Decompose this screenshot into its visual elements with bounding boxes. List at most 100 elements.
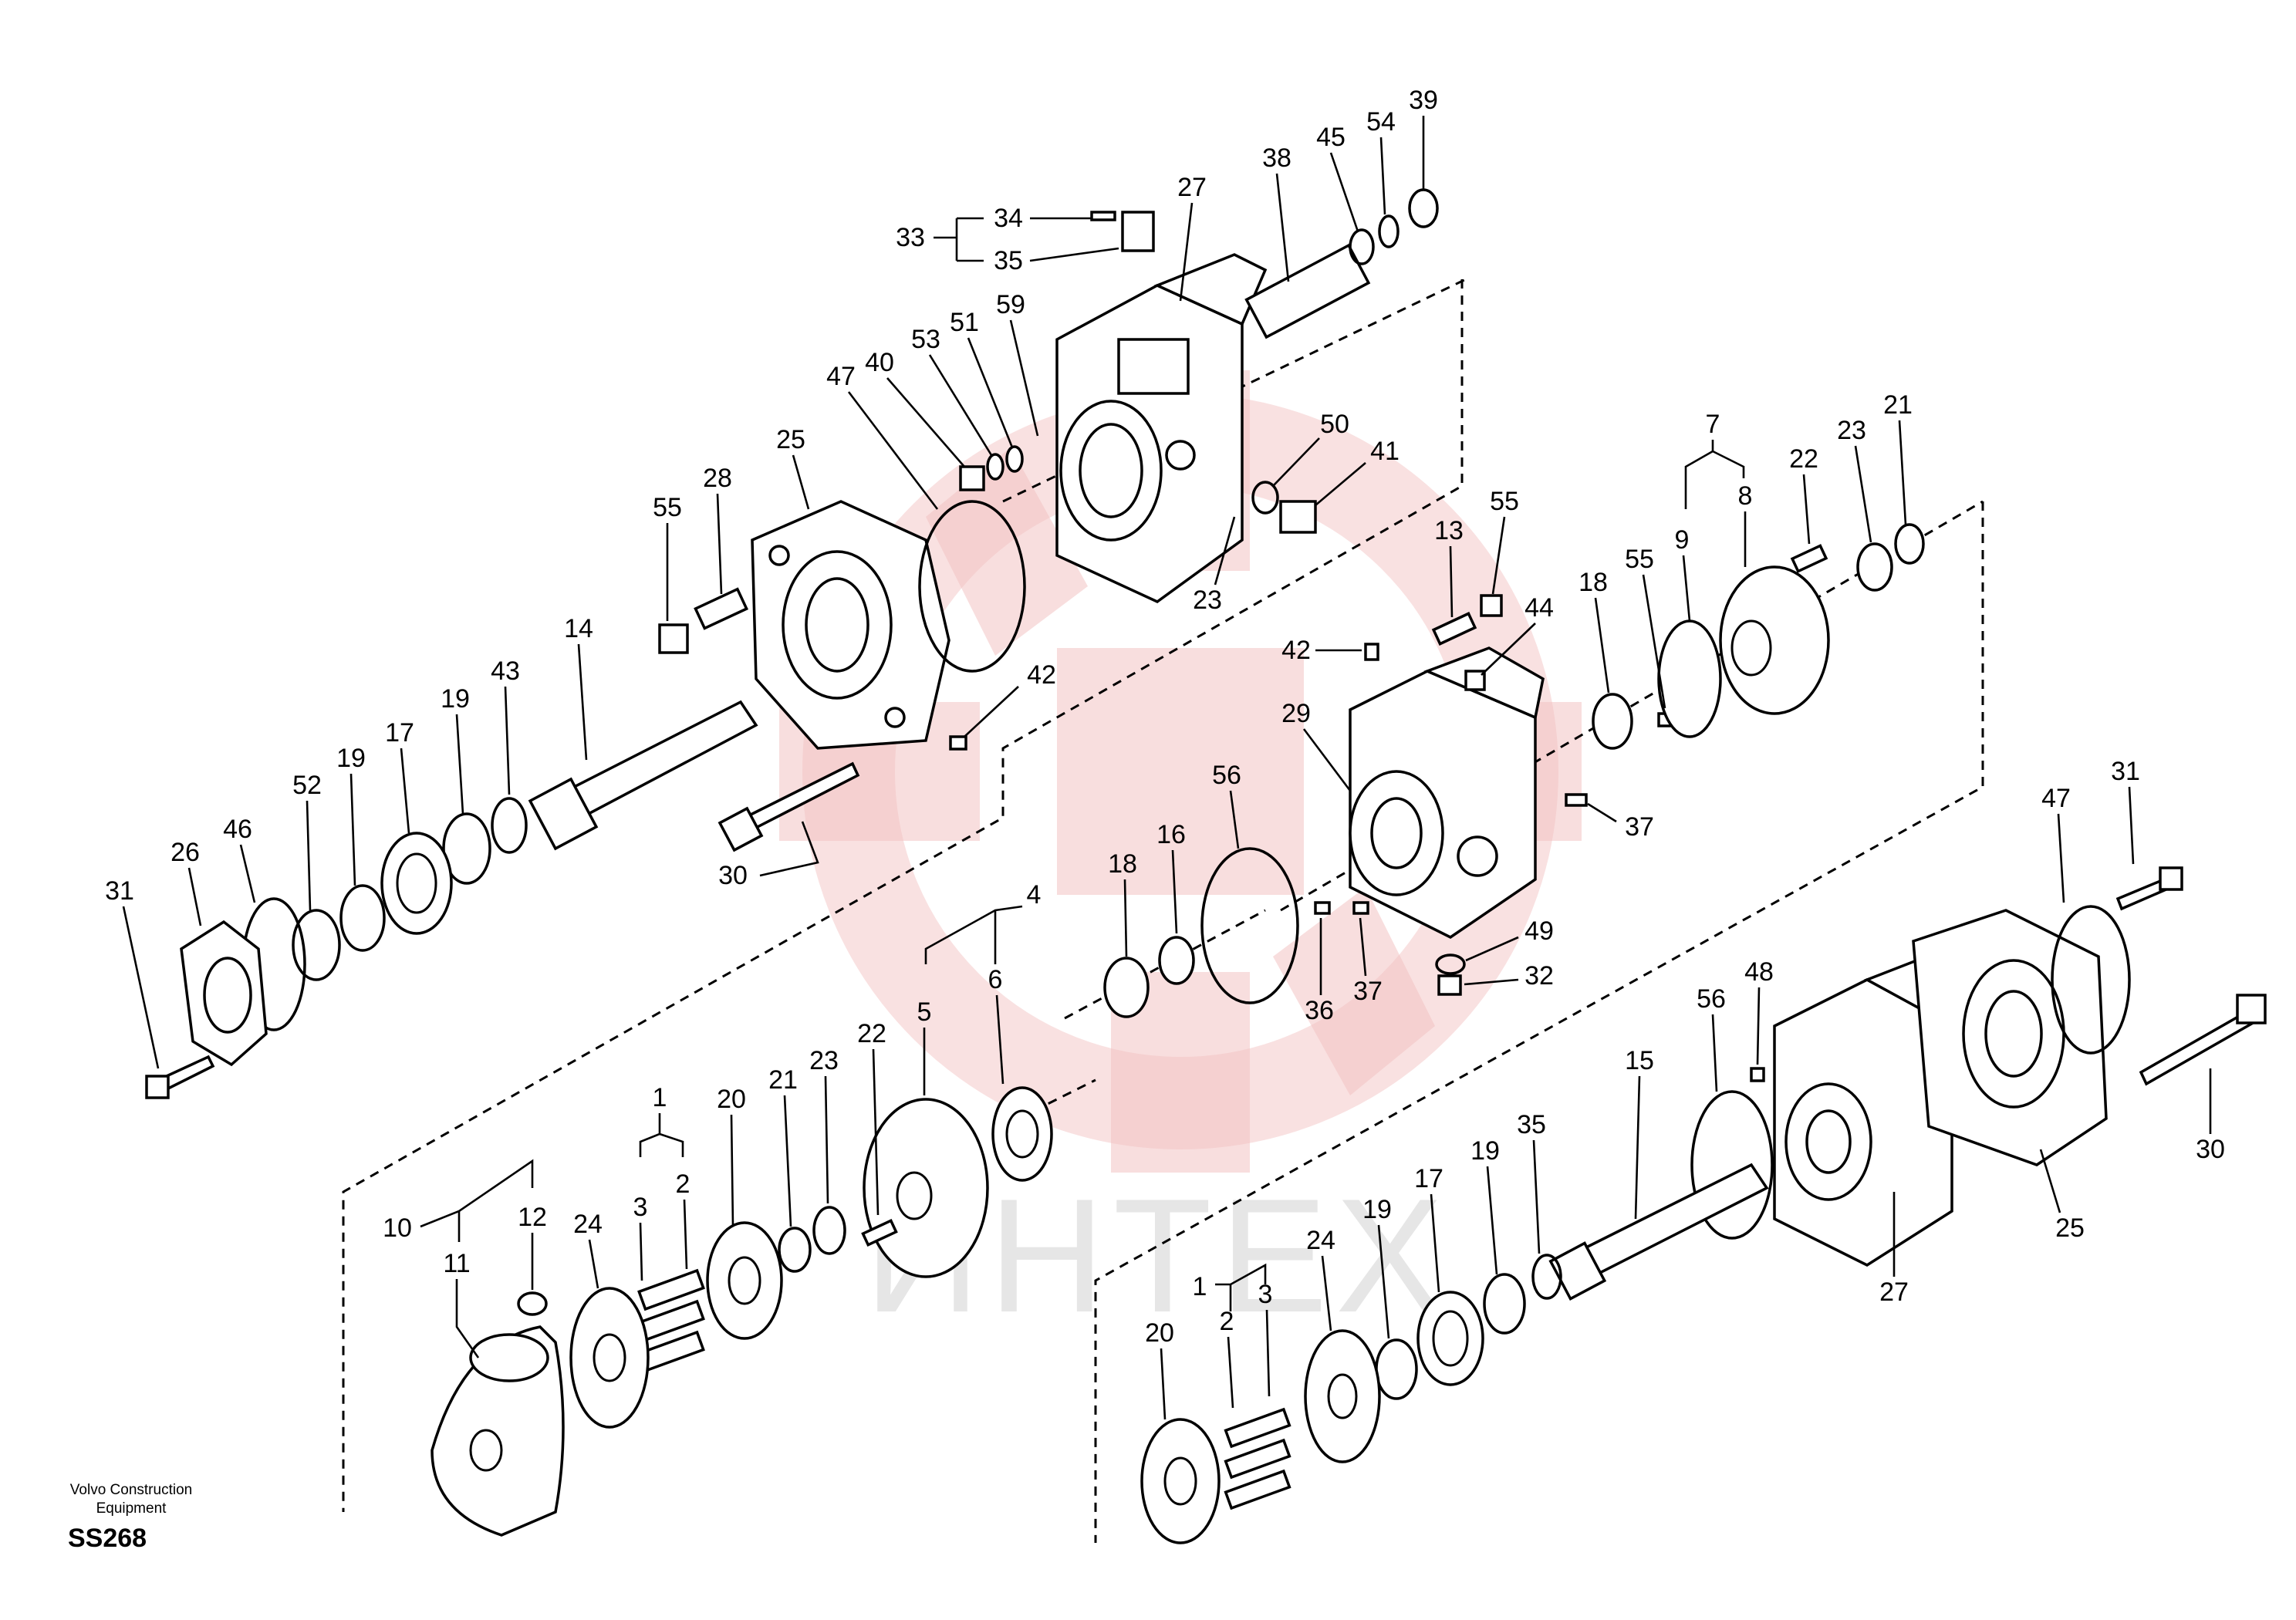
callout-5: 5 [917,997,932,1027]
bolt-31-a [145,1055,215,1099]
pistons-1-a [637,1268,705,1373]
callout-19-b: 19 [336,744,366,773]
plate-9 [1657,619,1722,738]
parts [145,188,2267,1544]
ring-35-b [1531,1254,1562,1300]
flange-25-upper [751,500,950,750]
shaft-14 [528,700,758,851]
shaft-15 [1548,1163,1769,1301]
bolt-30-upper [718,761,860,852]
callout-26: 26 [171,838,200,867]
bearing-17-b [1416,1291,1484,1386]
pistons-1-b [1224,1407,1292,1510]
oring-47-upper [918,500,1026,673]
callout-15: 15 [1625,1046,1654,1075]
callout-56-b: 56 [1697,984,1726,1014]
cap-39 [1408,188,1439,228]
callout-34: 34 [994,204,1023,233]
callout-16: 16 [1156,820,1186,849]
callout-53: 53 [911,325,940,354]
oring-47-lower [2051,905,2131,1055]
callout-31-a: 31 [105,876,134,906]
callout-47-upper: 47 [826,362,856,391]
callout-55-b: 55 [1490,487,1519,516]
callout-36: 36 [1305,996,1334,1025]
callout-50: 50 [1320,410,1349,439]
seal-52 [292,909,341,981]
callout-29: 29 [1281,699,1311,728]
callout-17-b: 17 [1414,1164,1443,1193]
callout-17-a: 17 [385,718,414,748]
fitting-40 [959,465,985,491]
pin-42-b [1364,643,1379,661]
pin-37-a [1565,793,1588,807]
callout-59: 59 [996,290,1025,319]
callout-8: 8 [1738,481,1753,511]
callout-40: 40 [865,348,894,377]
callout-23-upper: 23 [1193,586,1222,615]
callout-41: 41 [1370,437,1400,466]
callout-21-b: 21 [768,1065,798,1095]
callout-18-a: 18 [1578,568,1608,597]
pin-42-a [949,735,967,751]
cylinder-8 [1719,565,1830,715]
callout-52: 52 [292,771,322,800]
callout-39: 39 [1409,86,1438,115]
housing-27-upper [1055,253,1268,604]
callout-44: 44 [1524,593,1554,623]
callout-6: 6 [988,965,1003,994]
callout-9: 9 [1675,525,1690,555]
callout-32: 32 [1524,961,1554,991]
callout-20-b: 20 [1145,1318,1174,1348]
callout-51: 51 [950,308,979,337]
pin-36 [1314,901,1331,915]
callout-19-d: 19 [1470,1136,1500,1166]
callout-48: 48 [1744,957,1774,987]
flange-25-lower [1912,909,2108,1166]
nut-55-a [658,623,689,654]
callout-4: 4 [1027,880,1042,910]
diagram-code: SS268 [68,1524,147,1553]
plug-32 [1437,974,1462,996]
bearing-17-a [380,832,453,935]
callout-1-a: 1 [653,1083,667,1112]
callout-30-lower: 30 [2196,1135,2225,1164]
oring-56-a [1200,847,1299,1004]
swash-plate-11 [430,1325,565,1537]
callout-43: 43 [491,656,520,686]
bushing-18-a [1592,693,1633,750]
callout-35: 35 [994,246,1023,275]
callout-54: 54 [1366,107,1396,137]
callout-37-a: 37 [1625,812,1654,842]
callout-30-upper: 30 [718,861,748,890]
ring-23-b [1856,542,1893,592]
pin-37-b [1352,901,1369,915]
callout-1-b: 1 [1193,1272,1207,1301]
callout-10: 10 [383,1213,412,1243]
ring-54 [1378,214,1400,248]
shoe-plate-24-b [1304,1329,1381,1463]
callout-42-a: 42 [1027,660,1056,690]
callout-19-a: 19 [441,684,470,714]
spring-22-a [1790,544,1828,573]
callout-27-lower: 27 [1879,1277,1909,1307]
bushing-18-b [1103,957,1150,1018]
oring-49 [1435,953,1466,975]
publisher-line-2: Equipment [96,1500,167,1517]
bolt-31-b [2115,866,2183,911]
ring-21-a [1894,523,1925,565]
callouts: 34 35 33 27 38 45 54 39 47 40 53 51 59 5… [105,86,2225,1420]
callout-37-b: 37 [1353,977,1383,1006]
ring-45 [1349,228,1375,265]
bolt-30-lower [2139,994,2267,1086]
callout-38: 38 [1262,143,1292,173]
callout-35-b: 35 [1517,1110,1546,1139]
callout-25-lower: 25 [2055,1213,2085,1243]
retainer-20-a [706,1221,783,1340]
bushing-16 [1158,936,1195,985]
screw-13 [1431,612,1477,646]
callout-55-a: 55 [653,493,682,522]
callout-28: 28 [703,464,732,493]
bushing-12 [517,1291,548,1316]
plug-41 [1279,500,1317,534]
